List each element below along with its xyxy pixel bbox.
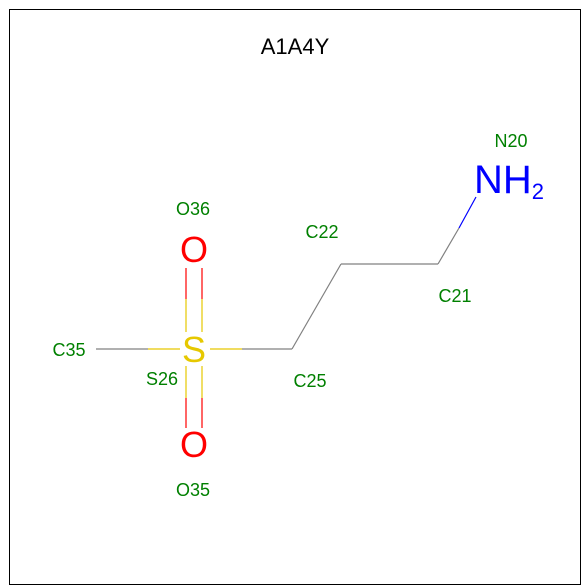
atom-label-o35: O35 [176, 480, 210, 500]
atom-label-c22: C22 [305, 222, 338, 242]
atom-label-o36: O36 [176, 199, 210, 219]
bond-n20-c21-colored [458, 196, 477, 229]
atom-symbol-s26: S [182, 329, 206, 370]
atom-symbol-o36: O [180, 229, 208, 270]
atom-symbol-o35: O [180, 424, 208, 465]
atom-label-s26: S26 [146, 369, 178, 389]
molecule-title: A1A4Y [260, 34, 330, 59]
atom-label-c21: C21 [438, 286, 471, 306]
atom-symbol-n20: NH2 [474, 158, 544, 204]
atom-label-n20: N20 [494, 131, 527, 151]
bond-c25-c22 [291, 263, 342, 350]
diagram-frame: A1A4Y [9, 9, 581, 585]
bond-c21-n20 [437, 227, 460, 265]
atom-label-c35: C35 [52, 340, 85, 360]
atom-label-c25: C25 [293, 371, 326, 391]
